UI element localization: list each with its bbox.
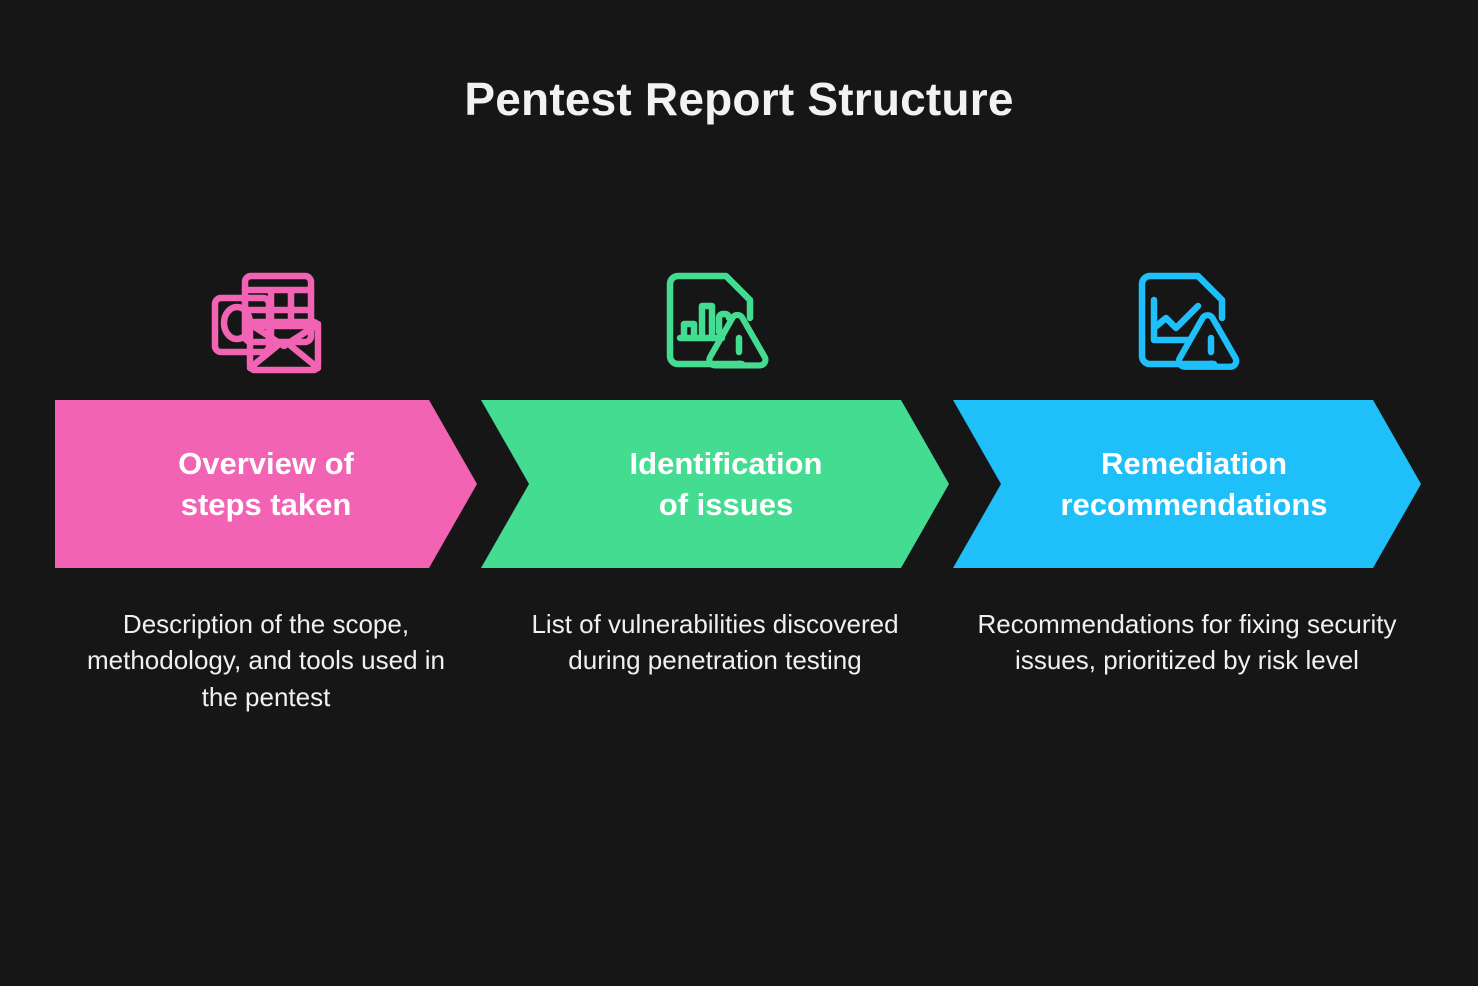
stage-caption: Recommendations for fixing security issu… (977, 609, 1397, 676)
document-line-chart-warning-icon (953, 250, 1421, 400)
stage-caption: Description of the scope, methodology, a… (87, 609, 445, 712)
stage-label-line-2: recommendations (1060, 487, 1328, 522)
stage-remediation: Remediation recommendations Recommendati… (953, 250, 1421, 679)
document-bar-chart-warning-icon (481, 250, 949, 400)
stage-label: Overview of steps taken (178, 443, 354, 525)
stage-label-line-2: of issues (658, 487, 794, 522)
stage-label-line-2: steps taken (180, 487, 352, 522)
stage-chevron-remediation[interactable]: Remediation recommendations (953, 400, 1421, 568)
stage-label-line-1: Identification (629, 445, 823, 481)
stage-chevron-identification[interactable]: Identification of issues (481, 400, 949, 568)
stage-caption: List of vulnerabilities discovered durin… (531, 609, 899, 676)
stage-label-line-1: Overview of (178, 445, 354, 481)
stage-label-line-1: Remediation (1100, 445, 1287, 481)
stage-chevron-overview[interactable]: Overview of steps taken (55, 400, 477, 568)
stage-overview: Overview of steps taken Description of t… (55, 250, 477, 715)
page-title: Pentest Report Structure (464, 73, 1014, 125)
mail-table-outlook-icon (55, 250, 477, 400)
stage-label: Identification of issues (630, 443, 823, 525)
stage-label: Remediation recommendations (1060, 443, 1327, 525)
stage-identification: Identification of issues List of vulnera… (481, 250, 949, 679)
